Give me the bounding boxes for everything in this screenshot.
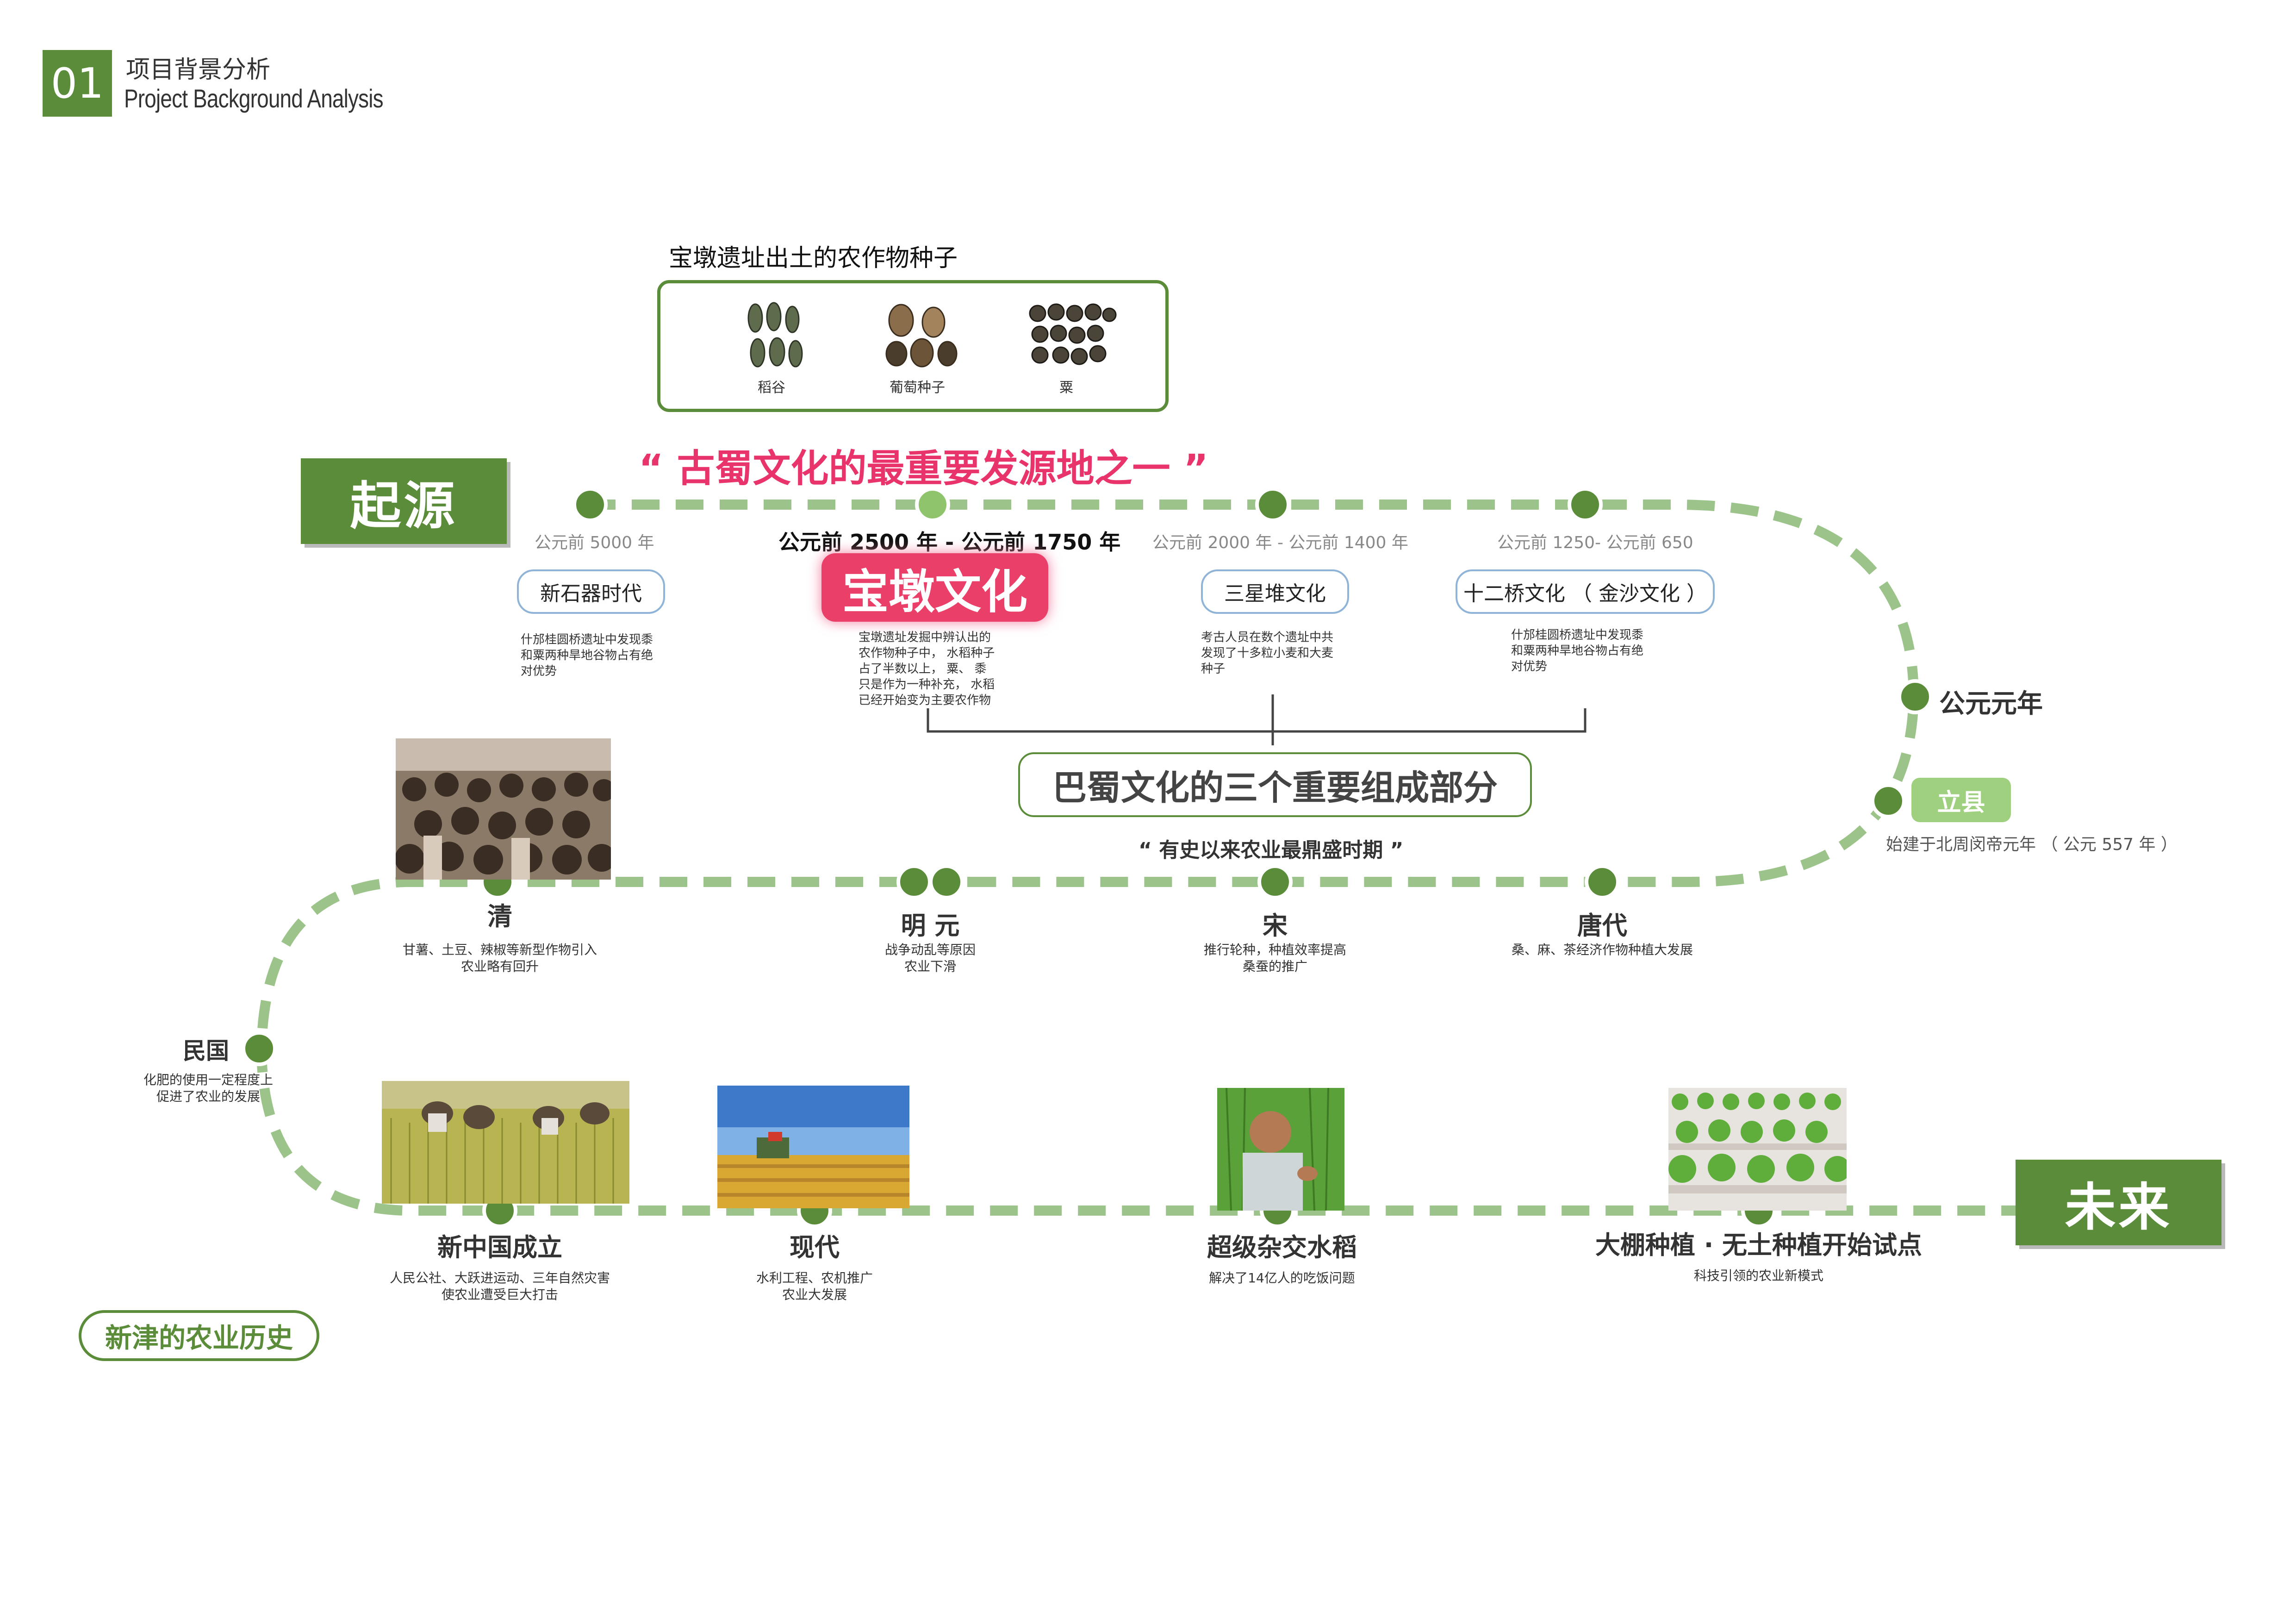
- lixian-desc: 始建于北周闵帝元年 （ 公元 557 年 ）: [1886, 835, 2178, 854]
- slogan: “ 古蜀文化的最重要发源地之一 ”: [639, 447, 1208, 491]
- millet-seeds-image: [1029, 303, 1117, 365]
- history-label: 新津的农业历史: [79, 1310, 319, 1361]
- lixian-badge: 立县: [1911, 778, 2011, 822]
- dynasty-title: 明 元: [901, 911, 960, 940]
- dynasty-ming-yuan: 明 元 战争动乱等原因 农业下滑: [838, 905, 1023, 975]
- dynasty-desc: 桑、麻、茶经济作物种植大发展: [1511, 942, 1693, 957]
- node-baodun: [915, 487, 950, 522]
- rice-planting-photo: [382, 1081, 629, 1204]
- minguo-desc: 化肥的使用一定程度上 促进了农业的发展: [143, 1072, 273, 1104]
- rice-seeds-image: [747, 302, 803, 368]
- dynasty-title: 清: [487, 902, 512, 931]
- node-gongyuan: [1898, 679, 1933, 714]
- era-desc-sanxingdui: 考古人员在数个遗址中共发现了十多粒小麦和大麦种子: [1201, 631, 1334, 676]
- node-shierqiao: [1568, 487, 1603, 522]
- era-date-sanxingdui: 公元前 2000 年 - 公元前 1400 年: [1152, 533, 1408, 552]
- era-date-neolithic: 公元前 5000 年: [535, 533, 654, 552]
- bashu-culture-box: 巴蜀文化的三个重要组成部分: [1018, 752, 1532, 817]
- harvester-photo: [717, 1086, 909, 1208]
- node-lixian: [1871, 783, 1906, 818]
- node-yuan: [929, 864, 964, 899]
- node-song: [1257, 864, 1293, 899]
- seed-label-millet: 粟: [1059, 380, 1073, 396]
- section-number-badge: 01: [43, 50, 112, 117]
- seeds-title: 宝墩遗址出土的农作物种子: [669, 244, 958, 272]
- era-pill-shierqiao: 十二桥文化 （ 金沙文化 ）: [1456, 569, 1715, 614]
- dynasty-song: 宋 推行轮种，种植效率提高 桑蚕的推广: [1182, 905, 1368, 975]
- section-title-cn: 项目背景分析: [126, 56, 271, 84]
- timeline-nodes: [242, 487, 1933, 1228]
- era-desc-neolithic: 什邡桂圆桥遗址中发现黍和粟两种旱地谷物占有绝对优势: [521, 633, 653, 678]
- bracket: [927, 694, 1587, 745]
- seed-label-rice: 稻谷: [758, 380, 785, 396]
- super-rice-photo: [1217, 1088, 1344, 1211]
- grape-seeds-image: [885, 304, 958, 368]
- baodun-culture-highlight: 宝墩文化: [821, 553, 1048, 622]
- minguo-label: 民国: [183, 1037, 229, 1064]
- era-pill-neolithic: 新石器时代: [517, 569, 665, 614]
- era-desc-shierqiao: 什邡桂圆桥遗址中发现黍和粟两种旱地谷物占有绝对优势: [1511, 628, 1644, 674]
- seeds-box: 稻谷 葡萄种子 粟: [657, 280, 1169, 412]
- prosper-caption: “ 有史以来农业最鼎盛时期 ”: [1139, 838, 1404, 862]
- section-title-en: Project Background Analysis: [124, 84, 384, 113]
- era-desc-baodun: 宝墩遗址发掘中辨认出的农作物种子中， 水稻种子占了半数以上， 粟、 黍只是作为一…: [859, 631, 995, 707]
- node-neolithic: [572, 487, 608, 522]
- node-super-rice-label: 超级杂交水稻 解决了14亿人的吃饭问题: [1207, 1233, 1357, 1286]
- origin-banner: 起源: [301, 458, 507, 544]
- node-ming: [896, 864, 932, 899]
- node-modern-label: 现代 水利工程、农机推广 农业大发展: [756, 1233, 873, 1302]
- dynasty-title: 唐代: [1577, 911, 1627, 940]
- era-date-shierqiao: 公元前 1250- 公元前 650: [1497, 533, 1693, 552]
- dynasty-tang: 唐代 桑、麻、茶经济作物种植大发展: [1510, 905, 1695, 958]
- node-tang: [1585, 864, 1620, 899]
- node-greenhouse-label: 大棚种植 · 无土种植开始试点 科技引领的农业新模式: [1595, 1230, 1923, 1283]
- node-minguo: [242, 1031, 277, 1066]
- qing-era-photo: [396, 738, 611, 880]
- era-pill-sanxingdui: 三星堆文化: [1201, 569, 1349, 614]
- seed-label-grape: 葡萄种子: [890, 380, 945, 396]
- node-sanxingdui: [1255, 487, 1290, 522]
- future-banner: 未来: [2016, 1160, 2221, 1245]
- gongyuan-label: 公元元年: [1939, 689, 2043, 719]
- greenhouse-photo: [1668, 1088, 1847, 1211]
- dynasty-qing: 清 甘薯、土豆、辣椒等新型作物引入 农业略有回升: [391, 896, 609, 975]
- era-date-baodun: 公元前 2500 年 - 公元前 1750 年: [778, 530, 1121, 555]
- node-new-china-label: 新中国成立 人民公社、大跃进运动、三年自然灾害 使农业遭受巨大打击: [389, 1233, 610, 1302]
- dynasty-title: 宋: [1263, 911, 1288, 940]
- path-top-loop: [588, 500, 1919, 887]
